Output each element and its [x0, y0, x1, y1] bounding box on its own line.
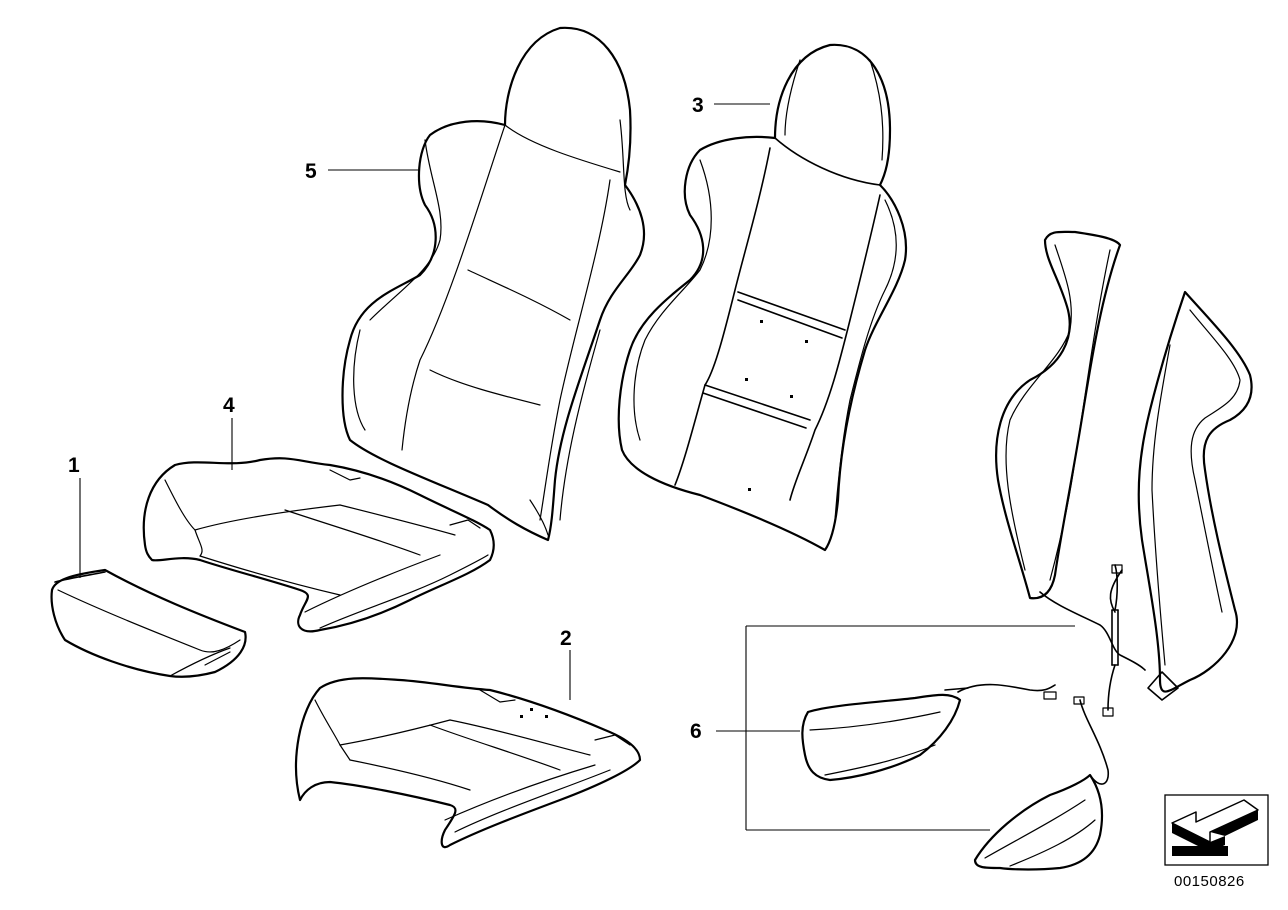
part-3-backrest-frame	[617, 43, 908, 552]
callout-1: 1	[68, 454, 80, 477]
callout-6: 6	[690, 720, 702, 743]
document-id: 00150826	[1174, 873, 1245, 890]
callout-2: 2	[560, 627, 572, 650]
leader-lines	[79, 103, 1075, 831]
callout-5: 5	[305, 160, 317, 183]
callout-3: 3	[692, 94, 704, 117]
part-5-backrest-cover	[341, 26, 645, 542]
part-1-front-pad	[50, 568, 247, 678]
part-6-heating-elements	[801, 230, 1253, 871]
part-4-seat-cover	[142, 457, 495, 633]
callout-4: 4	[223, 394, 235, 417]
callout-labels: 1 4 5 3 2 6	[68, 94, 704, 743]
part-2-seat-frame	[294, 677, 642, 849]
arrow-icon	[1164, 794, 1269, 866]
